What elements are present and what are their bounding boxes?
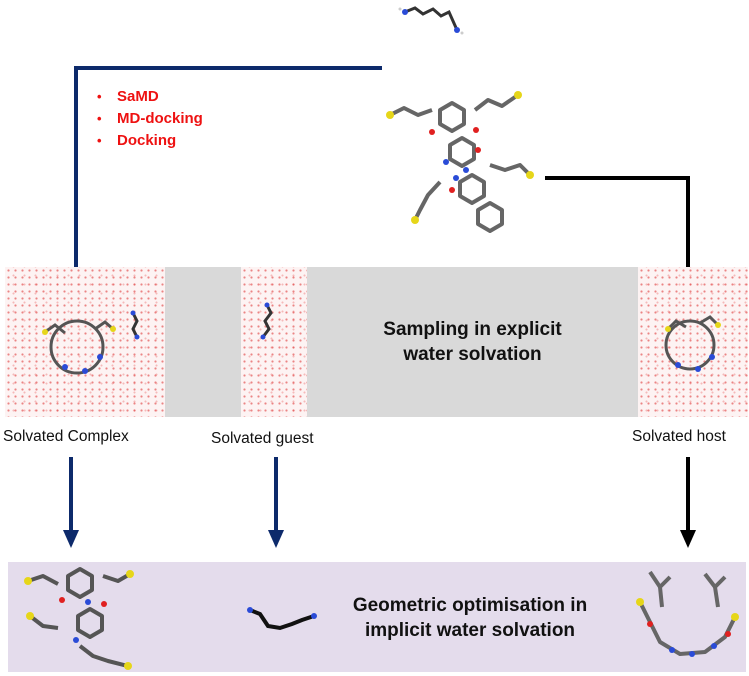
implicit-optimisation-label-box: Geometric optimisation in implicit water… — [350, 570, 590, 665]
guest-molecule-icon — [260, 302, 273, 340]
method-item: SaMD — [95, 86, 203, 108]
guest-molecule-icon — [398, 6, 464, 35]
solvated-guest-box — [241, 267, 307, 417]
host-molecule-icon — [636, 570, 739, 657]
explicit-sampling-panel: Sampling in explicit water solvation — [307, 267, 638, 417]
method-item: MD-docking — [95, 108, 203, 130]
implicit-optimisation-label: Geometric optimisation in implicit water… — [352, 594, 588, 641]
explicit-sampling-label: Sampling in explicit water solvation — [383, 319, 562, 365]
implicit-solvation-band — [8, 562, 746, 672]
complex-molecule-icon — [24, 567, 134, 670]
host-caption: Solvated host — [632, 428, 726, 445]
method-item: Docking — [95, 130, 203, 152]
solvated-host-box — [638, 267, 748, 417]
guest-caption: Solvated guest — [211, 430, 314, 447]
solvated-complex-box — [5, 267, 165, 417]
complex-branch-line — [74, 66, 382, 268]
host-branch-line — [545, 176, 690, 268]
complex-caption: Solvated Complex — [3, 428, 129, 445]
host-molecule-icon — [664, 315, 721, 372]
host-molecule-icon — [386, 91, 534, 233]
complex-guest-gap-panel — [165, 267, 241, 417]
method-list: SaMD MD-docking Docking — [95, 86, 203, 152]
guest-molecule-icon — [247, 607, 317, 631]
complex-molecule-icon — [42, 310, 140, 375]
